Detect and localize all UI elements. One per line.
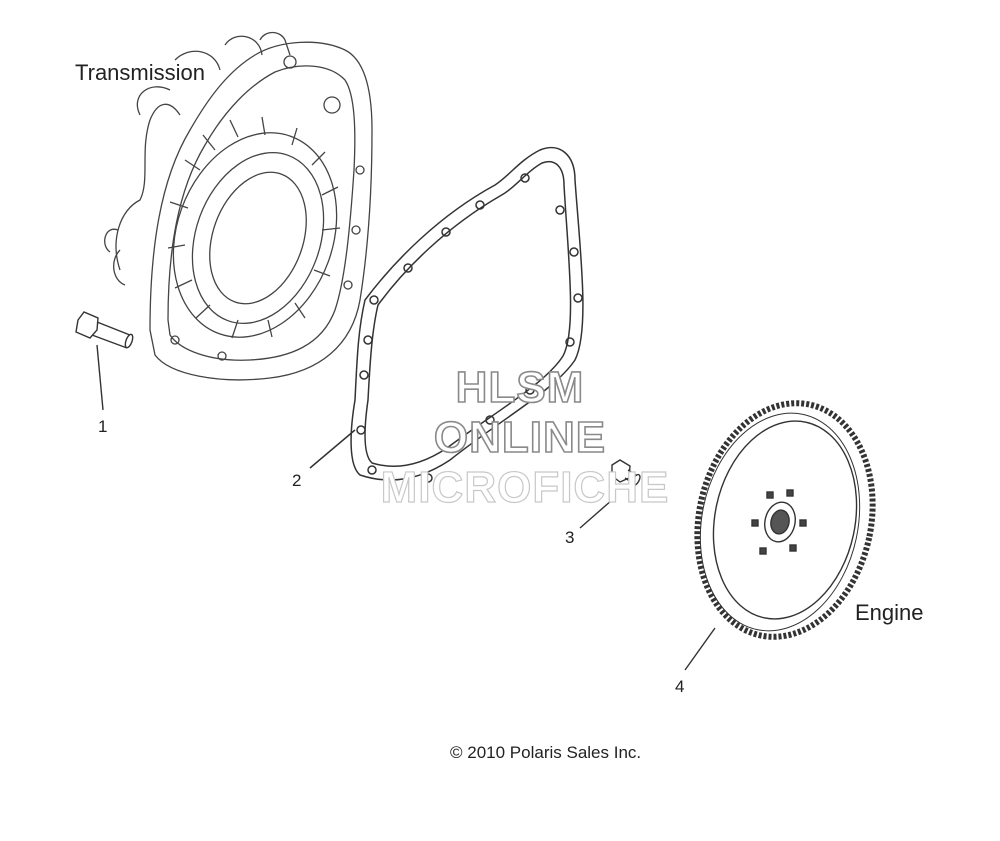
callout-1: 1 xyxy=(98,417,108,436)
transmission-housing xyxy=(104,31,373,381)
part-3-bolt xyxy=(579,459,641,529)
transmission-label: Transmission xyxy=(75,60,205,85)
part-2-gasket xyxy=(309,146,584,483)
copyright-notice: © 2010 Polaris Sales Inc. xyxy=(450,743,642,762)
watermark-line-1: HLSM xyxy=(455,362,585,413)
callout-3: 3 xyxy=(565,528,575,547)
part-4-flywheel xyxy=(684,400,876,671)
engine-label: Engine xyxy=(855,600,924,625)
watermark-line-2: ONLINE xyxy=(433,412,607,463)
callout-4: 4 xyxy=(675,677,685,696)
part-1-bolt xyxy=(75,311,134,411)
callout-2: 2 xyxy=(292,471,302,490)
watermark-line-3: MICROFICHE xyxy=(380,462,670,512)
